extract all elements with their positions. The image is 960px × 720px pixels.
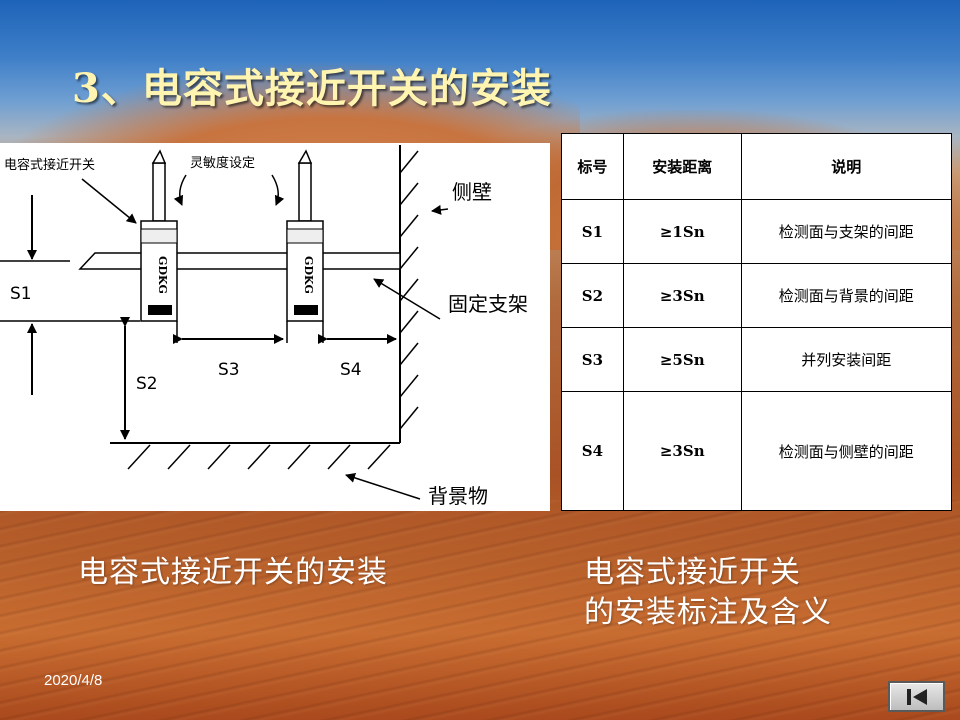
installation-diagram-svg: GDKG GDKG S1 S2 S3 S4 电容式接近开关 bbox=[0, 145, 528, 508]
cell-description: 并列安装间距 bbox=[740, 327, 953, 392]
side-wall-pointer-arrow bbox=[431, 204, 449, 215]
cell-description: 检测面与背景的间距 bbox=[740, 263, 953, 328]
caption-line: 电容式接近开关 bbox=[584, 555, 801, 590]
label-side-wall: 侧壁 bbox=[452, 180, 492, 204]
cell-distance: ≥1Sn bbox=[622, 199, 742, 264]
switch-pointer-arrow bbox=[81, 178, 137, 224]
header-distance: 安装距离 bbox=[622, 133, 742, 200]
cell-description: 检测面与支架的间距 bbox=[740, 199, 953, 264]
sand-ripples bbox=[0, 500, 960, 720]
label-capacitive-switch: 电容式接近开关 bbox=[4, 157, 95, 173]
caption-line: 的安装标注及含义 bbox=[584, 595, 832, 630]
caption-annotation-meaning: 电容式接近开关 的安装标注及含义 bbox=[584, 553, 832, 633]
background-pointer-arrow bbox=[345, 473, 421, 500]
header-code: 标号 bbox=[561, 133, 624, 200]
header-description: 说明 bbox=[740, 133, 953, 200]
dim-label-s2: S2 bbox=[136, 374, 158, 394]
cell-code: S3 bbox=[561, 327, 624, 392]
table-row: S3 ≥5Sn 并列安装间距 bbox=[561, 327, 953, 392]
sensitivity-bracket-right bbox=[271, 174, 285, 206]
label-fixed-bracket: 固定支架 bbox=[448, 292, 528, 316]
dim-label-s4: S4 bbox=[340, 360, 362, 380]
sensitivity-bracket-left bbox=[173, 174, 187, 206]
slide-title: 3、电容式接近开关的安装 bbox=[72, 65, 552, 112]
sensor-brand-label: GDKG bbox=[302, 256, 315, 294]
background-floor-hatch bbox=[127, 444, 391, 470]
table-row: S4 ≥3Sn 检测面与侧壁的间距 bbox=[561, 391, 953, 511]
cell-distance: ≥3Sn bbox=[622, 263, 742, 328]
proximity-sensor-2: GDKG bbox=[286, 149, 324, 322]
sensor-brand-label: GDKG bbox=[156, 256, 169, 294]
nav-first-slide-button[interactable] bbox=[888, 681, 945, 712]
proximity-sensor-1: GDKG bbox=[140, 149, 178, 322]
installation-diagram: GDKG GDKG S1 S2 S3 S4 电容式接近开关 bbox=[0, 143, 550, 511]
fixed-bracket bbox=[78, 252, 401, 270]
cell-code: S4 bbox=[561, 391, 624, 511]
bracket-pointer-arrow bbox=[373, 278, 441, 320]
cell-code: S1 bbox=[561, 199, 624, 264]
dim-label-s3: S3 bbox=[218, 360, 240, 380]
cell-description: 检测面与侧壁的间距 bbox=[740, 391, 953, 511]
dim-label-s1: S1 bbox=[10, 284, 32, 304]
label-sensitivity-setting: 灵敏度设定 bbox=[190, 155, 255, 171]
table-row: S1 ≥1Sn 检测面与支架的间距 bbox=[561, 199, 953, 264]
label-background-object: 背景物 bbox=[428, 484, 488, 508]
cell-distance: ≥5Sn bbox=[622, 327, 742, 392]
cell-code: S2 bbox=[561, 263, 624, 328]
slide-date: 2020/4/8 bbox=[44, 672, 103, 689]
caption-installation: 电容式接近开关的安装 bbox=[78, 555, 388, 590]
side-wall-hatch bbox=[399, 150, 419, 430]
table-row: S2 ≥3Sn 检测面与背景的间距 bbox=[561, 263, 953, 328]
installation-spec-table: 标号 安装距离 说明 S1 ≥1Sn 检测面与支架的间距 S2 ≥3Sn 检测面… bbox=[561, 133, 953, 511]
cell-distance: ≥3Sn bbox=[622, 391, 742, 511]
table-header-row: 标号 安装距离 说明 bbox=[561, 133, 953, 200]
skip-back-icon bbox=[906, 688, 927, 705]
